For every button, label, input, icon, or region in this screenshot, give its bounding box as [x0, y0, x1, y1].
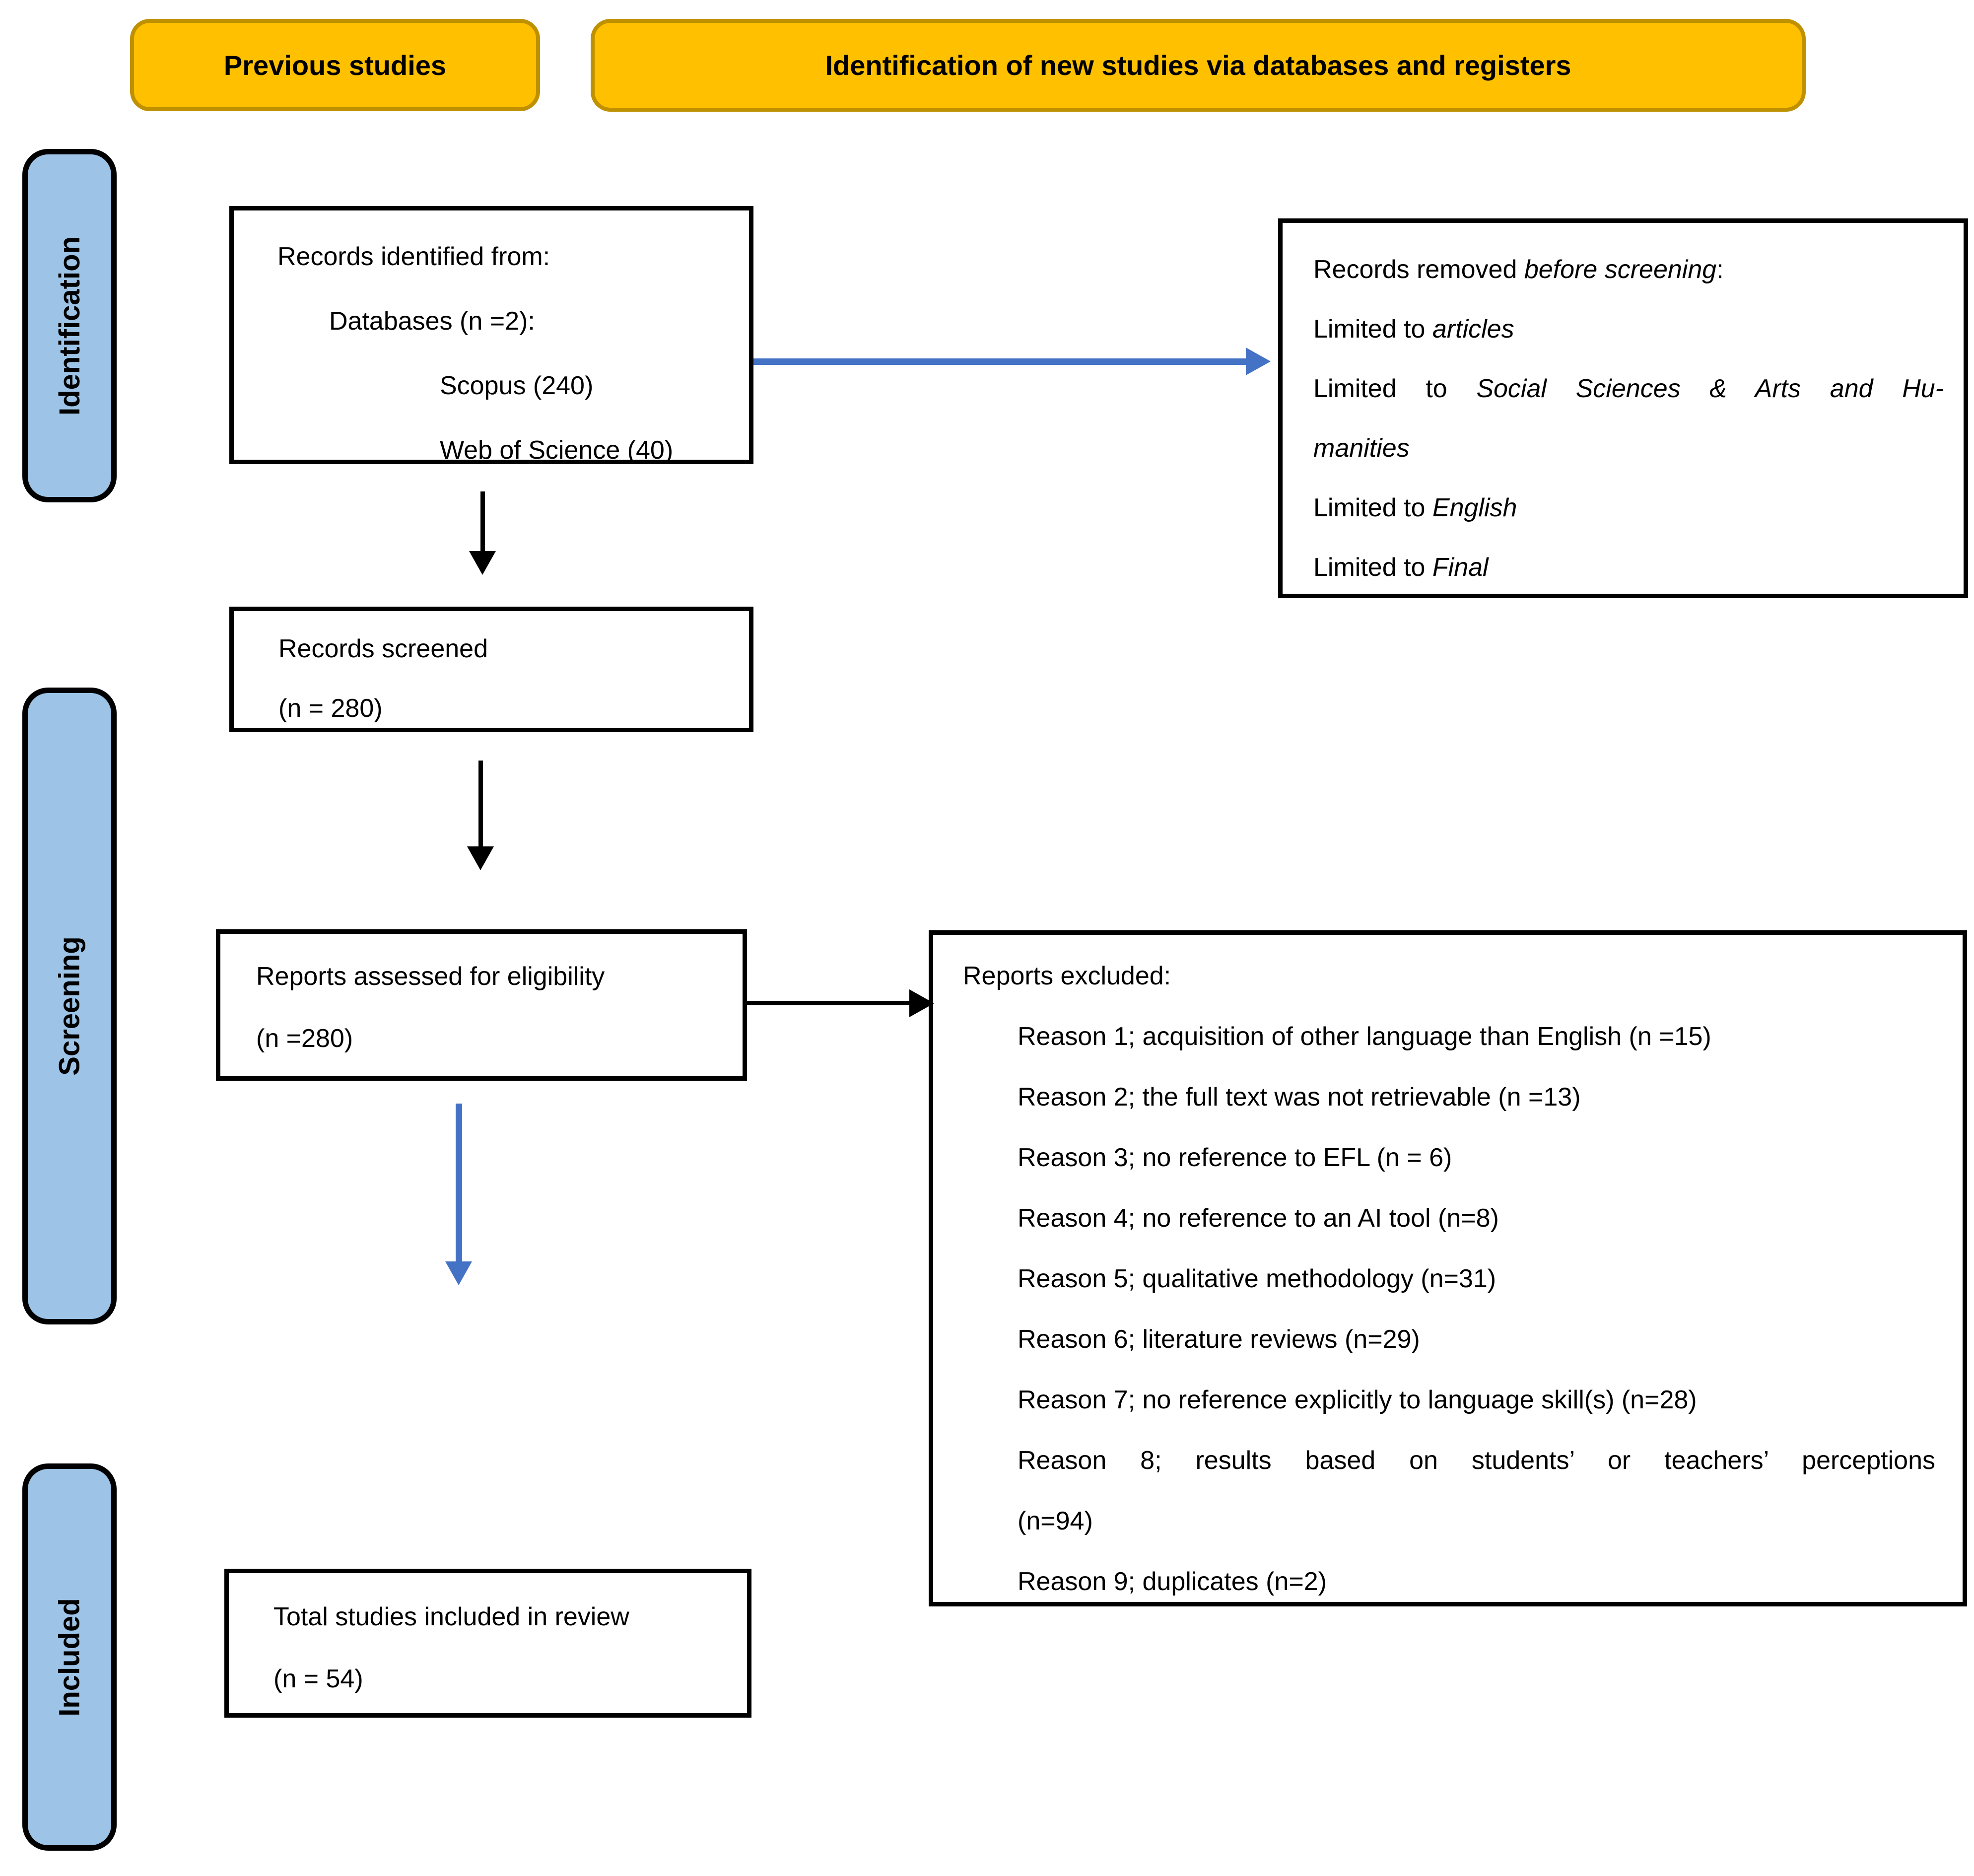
text-line: Records removed before screening: [1313, 255, 1724, 284]
box-reports-excluded: Reports excluded: Reason 1; acquisition … [929, 930, 1967, 1606]
stage-identification-label: Identification [53, 236, 86, 416]
arrow-screened-to-assessed-head [467, 846, 494, 870]
text-line: (n =280) [256, 1024, 353, 1053]
stage-screening: Screening [22, 688, 117, 1324]
reports-excluded-title: Reports excluded: [963, 962, 1171, 990]
text-line: Limited to Social Sciences & Arts and Hu… [1313, 374, 1944, 403]
stage-identification: Identification [22, 149, 117, 502]
reason-line: Reason 2; the full text was not retrieva… [1018, 1083, 1581, 1112]
text-line: Limited to articles [1313, 315, 1514, 344]
text-line: Web of Science (40) [440, 436, 674, 465]
reason-line: (n=94) [1018, 1507, 1093, 1535]
stage-included-label: Included [53, 1598, 86, 1717]
arrow-assessed-to-excluded-head [909, 989, 934, 1017]
text-line: Limited to Final [1313, 553, 1489, 582]
arrow-identified-to-screened-line [480, 491, 485, 552]
box-reports-assessed: Reports assessed for eligibility (n =280… [216, 929, 747, 1081]
arrow-assessed-to-included-line [456, 1104, 462, 1262]
box-total-included: Total studies included in review (n = 54… [224, 1569, 751, 1718]
arrow-assessed-to-included-head [445, 1261, 472, 1285]
reason-line: Reason 8; results based on students’ or … [1018, 1446, 1935, 1475]
header-previous-studies: Previous studies [130, 19, 540, 111]
text-line: Databases (n =2): [329, 307, 535, 336]
reason-line: Reason 7; no reference explicitly to lan… [1018, 1386, 1697, 1414]
box-records-removed: Records removed before screening: Limite… [1278, 218, 1968, 598]
reason-line: Reason 4; no reference to an AI tool (n=… [1018, 1204, 1499, 1233]
stage-included: Included [22, 1463, 117, 1851]
box-records-identified: Records identified from: Databases (n =2… [229, 206, 753, 465]
stage-screening-label: Screening [53, 936, 86, 1076]
reason-line: Reason 6; literature reviews (n=29) [1018, 1325, 1420, 1354]
text-line: (n = 54) [273, 1665, 363, 1693]
text-line: manities [1313, 434, 1410, 463]
reports-excluded-reasons: Reason 1; acquisition of other language … [963, 1006, 1935, 1612]
reason-line: Reason 9; duplicates (n=2) [1018, 1567, 1327, 1596]
text-line: Records identified from: [277, 242, 550, 271]
reason-line: Reason 3; no reference to EFL (n = 6) [1018, 1143, 1452, 1172]
text-line: Total studies included in review [273, 1602, 629, 1631]
reason-line: Reason 5; qualitative methodology (n=31) [1018, 1264, 1497, 1293]
box-records-screened: Records screened (n = 280) [229, 607, 753, 732]
text-line: Records screened [278, 634, 488, 663]
arrow-identified-to-removed-head [1246, 347, 1271, 375]
text-line: Limited to English [1313, 493, 1517, 522]
header-identification-new-studies: Identification of new studies via databa… [591, 19, 1806, 112]
arrow-screened-to-assessed-line [478, 761, 483, 847]
text-line: Reports assessed for eligibility [256, 962, 605, 991]
arrow-identified-to-screened-head [469, 551, 496, 575]
arrow-identified-to-removed-line [753, 358, 1247, 365]
text-line: Scopus (240) [440, 371, 594, 400]
arrow-assessed-to-excluded-line [747, 1001, 911, 1005]
text-line: (n = 280) [278, 694, 383, 723]
reason-line: Reason 1; acquisition of other language … [1018, 1022, 1711, 1051]
